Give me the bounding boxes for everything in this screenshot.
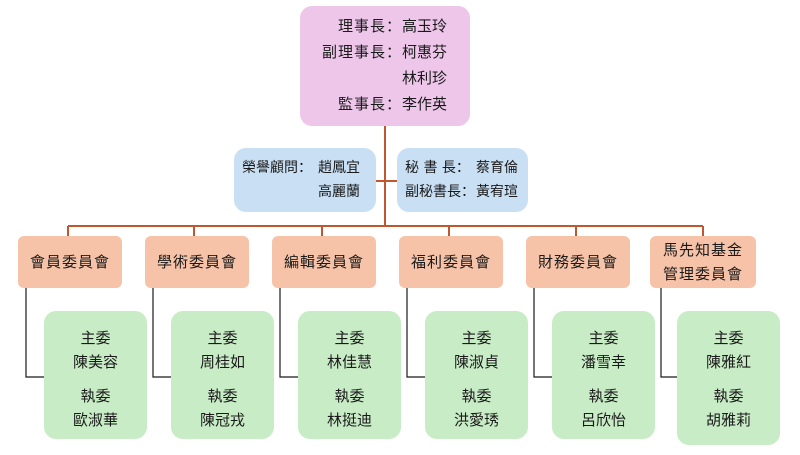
exec-label: 執委 — [207, 387, 238, 405]
spacer — [552, 374, 655, 384]
committee-box: 馬先知基金 管理委員會 — [650, 236, 756, 288]
members-box: 主委 林佳慧 執委 林挺迪 — [298, 311, 401, 439]
member-connector — [660, 288, 679, 378]
members-box: 主委 陳淑貞 執委 洪愛琇 — [425, 311, 528, 439]
member-connector — [406, 288, 425, 378]
committee-name: 會員委員會 — [29, 253, 110, 271]
chair-label: 主委 — [461, 329, 492, 347]
exec-label: 執委 — [80, 387, 111, 405]
committee-name-line1: 馬先知基金 — [662, 241, 743, 259]
chair-label: 主委 — [588, 329, 619, 347]
exec-name: 呂欣怡 — [580, 411, 626, 429]
secretary-title: 副秘書長： — [405, 184, 475, 200]
leader-row: 理事長： 高玉玲 — [310, 13, 460, 39]
secretary-name: 蔡育倫 — [476, 160, 518, 176]
advisor-row: 高麗蘭 — [242, 180, 366, 204]
leader-name: 李作英 — [402, 95, 448, 113]
exec-label: 執委 — [461, 387, 492, 405]
exec-name: 胡雅莉 — [705, 411, 751, 429]
spacer — [44, 374, 147, 384]
chair-label: 主委 — [713, 329, 744, 347]
leader-title: 副理事長： — [321, 43, 402, 61]
committee-box: 編輯委員會 — [272, 236, 376, 288]
committee-name: 福利委員會 — [410, 253, 491, 271]
secretary-name: 黃宥瑄 — [476, 184, 518, 200]
leader-name: 柯惠芬 — [402, 43, 448, 61]
advisor-name: 趙鳳宜 — [318, 160, 360, 176]
leader-name: 林利珍 — [402, 69, 448, 87]
chair-label: 主委 — [207, 329, 238, 347]
committee-box: 會員委員會 — [18, 236, 122, 288]
advisor-row: 榮譽顧問： 趙鳳宜 — [242, 156, 366, 180]
member-connector — [533, 288, 552, 378]
committee-name: 學術委員會 — [156, 253, 237, 271]
members-box: 主委 潘雪幸 執委 呂欣怡 — [552, 311, 655, 439]
chair-name: 林佳慧 — [326, 353, 372, 371]
chair-name: 陳淑貞 — [453, 353, 499, 371]
committee-name: 編輯委員會 — [283, 253, 364, 271]
leader-row: 林利珍 — [310, 65, 460, 91]
chair-label: 主委 — [334, 329, 365, 347]
chair-name: 陳美容 — [72, 353, 118, 371]
chair-name: 周桂如 — [199, 353, 245, 371]
exec-label: 執委 — [713, 387, 744, 405]
member-connector — [152, 288, 171, 378]
exec-name: 歐淑華 — [72, 411, 118, 429]
secretary-row: 副秘書長： 黃宥瑄 — [405, 180, 518, 204]
spacer — [425, 374, 528, 384]
chair-name: 陳雅紅 — [705, 353, 751, 371]
exec-name: 林挺迪 — [326, 411, 372, 429]
member-connector — [279, 288, 298, 378]
spacer — [298, 374, 401, 384]
exec-label: 執委 — [334, 387, 365, 405]
spacer — [171, 374, 274, 384]
committee-box: 學術委員會 — [145, 236, 249, 288]
members-box: 主委 陳美容 執委 歐淑華 — [44, 311, 147, 439]
leader-title: 理事長： — [337, 17, 402, 35]
leader-title — [310, 65, 402, 91]
committee-name-line2: 管理委員會 — [662, 265, 743, 283]
leadership-box: 理事長： 高玉玲 副理事長： 柯惠芬 林利珍 監事長： 李作英 — [300, 6, 470, 126]
spacer — [242, 180, 318, 204]
chair-label: 主委 — [80, 329, 111, 347]
members-box: 主委 陳雅紅 執委 胡雅莉 — [677, 311, 780, 445]
advisors-box: 榮譽顧問： 趙鳳宜 高麗蘭 — [234, 148, 376, 212]
members-box: 主委 周桂如 執委 陳冠戎 — [171, 311, 274, 439]
exec-name: 陳冠戎 — [199, 411, 245, 429]
secretary-title: 秘 書 長： — [405, 160, 470, 176]
exec-name: 洪愛琇 — [453, 411, 499, 429]
committee-box: 福利委員會 — [399, 236, 503, 288]
exec-label: 執委 — [588, 387, 619, 405]
leader-name: 高玉玲 — [402, 17, 448, 35]
leader-row: 監事長： 李作英 — [310, 91, 460, 117]
committee-name: 財務委員會 — [537, 253, 618, 271]
spacer — [677, 374, 780, 384]
member-connector — [25, 288, 44, 378]
advisors-title: 榮譽顧問： — [242, 160, 312, 176]
secretaries-box: 秘 書 長： 蔡育倫 副秘書長： 黃宥瑄 — [397, 148, 528, 212]
committee-box: 財務委員會 — [526, 236, 630, 288]
secretary-row: 秘 書 長： 蔡育倫 — [405, 156, 518, 180]
leader-title: 監事長： — [337, 95, 402, 113]
chair-name: 潘雪幸 — [580, 353, 626, 371]
advisor-name: 高麗蘭 — [318, 184, 360, 200]
leader-row: 副理事長： 柯惠芬 — [310, 39, 460, 65]
